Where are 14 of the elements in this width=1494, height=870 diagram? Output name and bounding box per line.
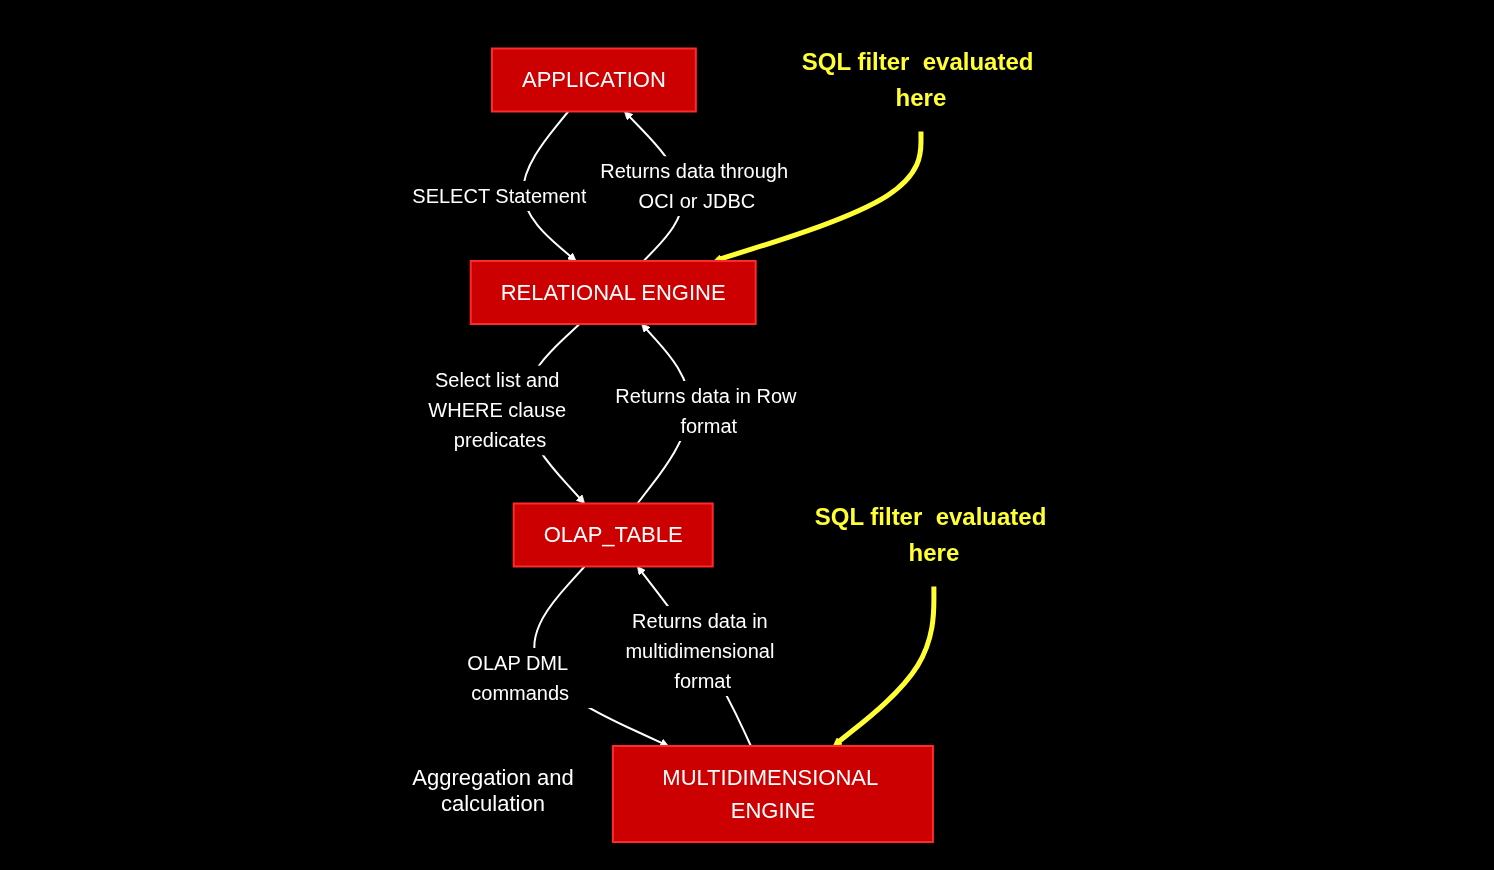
node-caption: Aggregation and calculation xyxy=(411,765,575,818)
node-text: SQL filter evaluated here xyxy=(801,47,1034,111)
edge-label: SELECT Statement xyxy=(412,184,587,207)
node-box: MULTIDIMENSIONAL ENGINE xyxy=(612,744,934,843)
edge-label: Returns data in Row format xyxy=(615,384,797,437)
edge-label: Select list and WHERE clause predicates xyxy=(428,368,567,451)
node-box: OLAP_TABLE xyxy=(512,502,714,567)
edge-label: Returns data in multidimensional format xyxy=(625,609,775,692)
node-box: RELATIONAL ENGINE xyxy=(469,259,757,325)
edge-label: Returns data through OCI or JDBC xyxy=(600,159,789,212)
arrow xyxy=(832,585,937,746)
node-box: APPLICATION xyxy=(491,47,697,112)
node-text: SQL filter evaluated here xyxy=(814,502,1047,566)
edge-label: OLAP DML commands xyxy=(467,651,570,704)
